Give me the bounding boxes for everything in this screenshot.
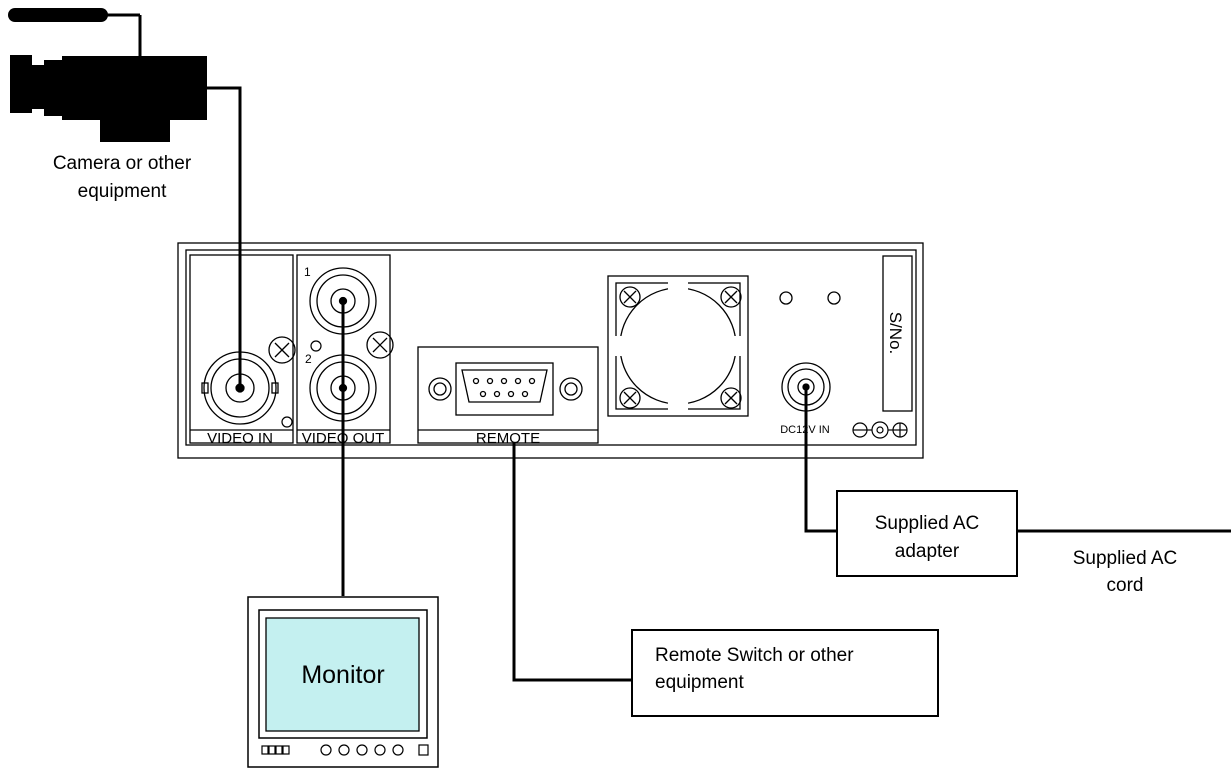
remote-switch-box [631, 629, 939, 717]
video-in-connector[interactable] [201, 351, 279, 425]
rear-panel [177, 242, 924, 459]
indicator-hole [281, 416, 293, 428]
cord-label-line1: Supplied AC [1073, 548, 1178, 569]
remote-box-label-line1: Remote Switch or other [655, 645, 854, 666]
video-in-section [189, 254, 294, 444]
led-hole-2 [827, 291, 841, 305]
video-out-port1-label: 1 [304, 265, 311, 279]
cord-label-line2: cord [1107, 575, 1144, 596]
remote-cable [512, 443, 632, 682]
monitor-icon [247, 596, 439, 768]
camera-label-line2: equipment [78, 181, 167, 202]
remote-box-label-line2: equipment [655, 672, 744, 693]
remote-label: REMOTE [476, 430, 540, 447]
adapter-label-line2: adapter [895, 541, 960, 562]
serial-label: S/No. [886, 312, 905, 355]
monitor-buttons [261, 744, 429, 756]
monitor-label: Monitor [301, 661, 384, 689]
polarity-icon [852, 421, 908, 439]
remote-section [417, 346, 599, 444]
monitor-screen [265, 617, 420, 732]
video-in-label: VIDEO IN [207, 430, 273, 447]
camera-label-line1: Camera or other [53, 153, 192, 174]
screw-icon [268, 336, 296, 364]
serial-port-connector[interactable] [428, 362, 583, 416]
screw-icon [366, 331, 394, 359]
camera-cable [207, 86, 242, 388]
indicator-hole [310, 340, 322, 352]
adapter-label-line1: Supplied AC [875, 513, 980, 534]
ac-adapter-box [836, 490, 1018, 577]
led-hole-1 [779, 291, 793, 305]
video-out-port2-label: 2 [305, 352, 312, 366]
dc-cable [804, 387, 837, 533]
serial-number-plate [882, 255, 913, 412]
camera-icon [8, 8, 207, 142]
